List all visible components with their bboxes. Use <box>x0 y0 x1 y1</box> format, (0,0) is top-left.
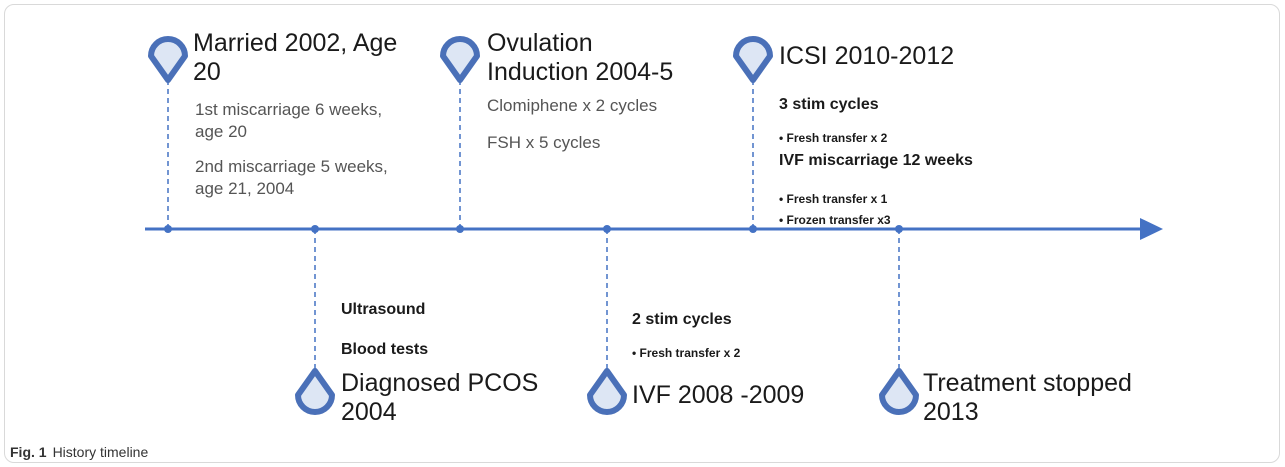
pin-stopped <box>879 368 919 415</box>
pcos-note-1: Ultrasound <box>341 301 426 318</box>
married-note-1: 1st miscarriage 6 weeks, age 20 <box>195 99 382 143</box>
ovulation-note-2: FSH x 5 cycles <box>487 133 601 152</box>
stopped-title-line1: Treatment stopped <box>923 369 1132 397</box>
married-title: Married 2002, Age 20 <box>193 29 397 87</box>
stopped-title: Treatment stopped 2013 <box>923 369 1132 427</box>
married-note-2: 2nd miscarriage 5 weeks, age 21, 2004 <box>195 156 388 200</box>
married-note-2-line1: 2nd miscarriage 5 weeks, <box>195 157 388 176</box>
pin-pcos <box>295 368 335 415</box>
pcos-title-line2: 2004 <box>341 398 397 426</box>
ovulation-title-line1: Ovulation <box>487 29 593 57</box>
pcos-title-line1: Diagnosed PCOS <box>341 369 539 397</box>
ovulation-title: Ovulation Induction 2004-5 <box>487 29 673 87</box>
icsi-bullet-1: • Fresh transfer x 2 <box>779 131 888 145</box>
axis-dot-stopped <box>895 225 903 233</box>
figure-caption-label: Fig. 1 <box>10 444 47 460</box>
married-note-1-line2: age 20 <box>195 122 247 141</box>
axis-dot-pcos <box>311 225 319 233</box>
ovulation-note-1: Clomiphene x 2 cycles <box>487 96 658 115</box>
icsi-title: ICSI 2010-2012 <box>779 42 955 70</box>
axis-dot-icsi <box>749 225 757 233</box>
ivf-bullet-1-text: Fresh transfer x 2 <box>639 346 741 360</box>
icsi-stim: 3 stim cycles <box>779 96 879 113</box>
icsi-bullet-1-text: Fresh transfer x 2 <box>786 131 888 145</box>
axis-dot-ovulation <box>456 225 464 233</box>
pin-ivf <box>587 368 627 415</box>
icsi-miscarriage: IVF miscarriage 12 weeks <box>779 152 973 169</box>
icsi-bullet-2-text: Fresh transfer x 1 <box>786 192 888 206</box>
pin-ovulation <box>440 36 480 83</box>
pin-married <box>148 36 188 83</box>
ovulation-title-line2: Induction 2004-5 <box>487 58 674 86</box>
stopped-title-line2: 2013 <box>923 398 979 426</box>
icsi-bullet-2: • Fresh transfer x 1 <box>779 192 888 206</box>
pcos-title: Diagnosed PCOS 2004 <box>341 369 538 427</box>
pin-icsi <box>733 36 773 83</box>
timeline-arrowhead <box>1140 218 1163 240</box>
axis-dot-married <box>164 225 172 233</box>
ivf-bullet-1: • Fresh transfer x 2 <box>632 346 741 360</box>
married-title-line2: 20 <box>193 58 221 86</box>
figure-caption-text: History timeline <box>52 444 149 460</box>
icsi-bullet-3: • Frozen transfer x3 <box>779 213 891 227</box>
ivf-title: IVF 2008 -2009 <box>632 381 805 409</box>
axis-dot-ivf <box>603 225 611 233</box>
married-note-2-line2: age 21, 2004 <box>195 179 295 198</box>
icsi-bullet-3-text: Frozen transfer x3 <box>786 213 891 227</box>
married-note-1-line1: 1st miscarriage 6 weeks, <box>195 100 383 119</box>
figure-frame <box>4 4 1280 463</box>
ivf-note-1: 2 stim cycles <box>632 311 732 328</box>
figure-caption: Fig. 1 History timeline <box>10 444 148 460</box>
pcos-note-2: Blood tests <box>341 341 429 358</box>
married-title-line1: Married 2002, Age <box>193 29 398 57</box>
